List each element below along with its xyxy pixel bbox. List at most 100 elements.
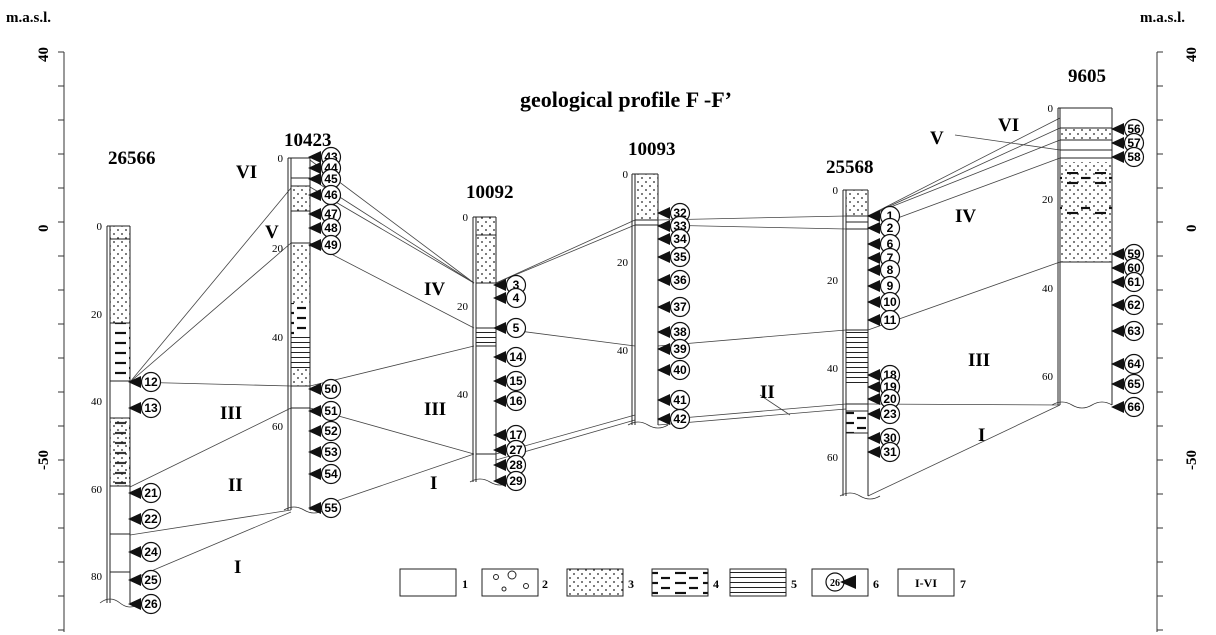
unit-label: I (978, 425, 985, 446)
sample-marker: 58 (1111, 148, 1144, 167)
depth-tick: 60 (272, 421, 284, 433)
sample-marker: 54 (308, 465, 341, 484)
sample-marker: 41 (657, 391, 690, 410)
legend-key: 4 (713, 577, 719, 591)
unit-label: V (930, 128, 944, 149)
unit-label: VI (998, 115, 1019, 136)
sample-marker: 29 (493, 472, 526, 491)
sample-number: 10 (883, 295, 897, 309)
right-tick-label-0: 0 (1184, 225, 1200, 233)
legend-key: 1 (462, 577, 468, 591)
sample-number: 37 (673, 300, 687, 314)
depth-tick: 40 (1042, 283, 1054, 295)
sample-marker: 5 (493, 319, 526, 338)
sample-number: 42 (673, 412, 687, 426)
depth-tick: 0 (833, 185, 839, 197)
sample-number: 15 (509, 374, 523, 388)
sample-marker: 42 (657, 410, 690, 429)
sample-number: 48 (324, 221, 338, 235)
sample-marker: 16 (493, 392, 526, 411)
sample-marker: 36 (657, 271, 690, 290)
sample-marker: 49 (308, 236, 341, 255)
depth-tick: 40 (272, 332, 284, 344)
sample-number: 63 (1127, 324, 1141, 338)
sample-marker: 34 (657, 230, 690, 249)
sample-marker: 14 (493, 348, 526, 367)
sample-marker: 31 (867, 443, 900, 462)
legend-key: 5 (791, 577, 797, 591)
depth-tick: 20 (457, 301, 469, 313)
depth-tick: 0 (623, 169, 629, 181)
right-tick-label-minus-50: -50 (1184, 450, 1200, 470)
sample-number: 21 (144, 486, 158, 500)
sample-marker: 2 (867, 219, 900, 238)
sample-number: 2 (887, 221, 894, 235)
sample-marker: 51 (308, 402, 341, 421)
sample-marker: 12 (128, 373, 161, 392)
legend-item-2: 2 (482, 569, 548, 596)
depth-tick: 20 (1042, 194, 1054, 206)
legend-item-3: 3 (567, 569, 634, 596)
sample-number: 36 (673, 273, 687, 287)
depth-tick: 40 (827, 363, 839, 375)
unit-label: IV (955, 206, 976, 227)
sample-marker: 38 (657, 323, 690, 342)
right-tick-label-40: 40 (1184, 47, 1200, 62)
unit-label: III (968, 350, 990, 371)
depth-tick: 60 (1042, 371, 1054, 383)
sample-number: 22 (144, 512, 158, 526)
left-axis-ticks (58, 52, 64, 630)
sample-marker: 52 (308, 422, 341, 441)
sample-marker: 22 (128, 510, 161, 529)
sample-marker: 61 (1111, 273, 1144, 292)
sample-number: 13 (144, 401, 158, 415)
legend-item-7: I-VI 7 (898, 569, 966, 596)
depth-tick: 40 (457, 389, 469, 401)
depth-tick: 40 (617, 345, 629, 357)
well-25568: 25568 0 20 40 60 (826, 157, 880, 499)
unit-label: II (228, 475, 243, 496)
well-label: 10092 (466, 182, 514, 203)
sample-number: 8 (887, 263, 894, 277)
sample-number: 14 (509, 350, 523, 364)
sample-marker: 15 (493, 372, 526, 391)
sample-marker: 28 (493, 456, 526, 475)
depth-tick: 0 (97, 221, 103, 233)
sample-number: 28 (509, 458, 523, 472)
sample-number: 40 (673, 363, 687, 377)
sample-marker: 10 (867, 293, 900, 312)
sample-marker: 24 (128, 543, 161, 562)
left-tick-label-0: 0 (36, 225, 52, 233)
sample-number: 23 (883, 407, 897, 421)
sample-marker: 50 (308, 380, 341, 399)
legend: 1 2 3 4 5 26 6 (400, 569, 966, 596)
sample-marker: 9 (867, 277, 900, 296)
sample-marker: 35 (657, 248, 690, 267)
legend-item-6: 26 6 (812, 569, 879, 596)
sample-marker: 40 (657, 361, 690, 380)
sample-number: 9 (887, 279, 894, 293)
sample-number: 39 (673, 342, 687, 356)
depth-tick: 20 (272, 243, 284, 255)
sample-number: 66 (1127, 400, 1141, 414)
depth-tick: 20 (617, 257, 629, 269)
unit-label: IV (424, 279, 445, 300)
sample-number: 25 (144, 573, 158, 587)
sample-marker: 66 (1111, 398, 1144, 417)
sample-marker: 53 (308, 443, 341, 462)
sample-marker: 23 (867, 405, 900, 424)
well-label: 10423 (284, 130, 332, 151)
well-9605: 9605 0 20 40 60 (1042, 66, 1112, 408)
depth-tick: 20 (91, 309, 103, 321)
sample-number: 58 (1127, 150, 1141, 164)
sample-number: 4 (513, 291, 520, 305)
sample-marker: 21 (128, 484, 161, 503)
right-axis-unit: m.a.s.l. (1140, 10, 1185, 26)
sample-marker: 37 (657, 298, 690, 317)
right-axis-ticks (1157, 52, 1163, 630)
correlation-lines (130, 118, 1060, 580)
sample-number: 12 (144, 375, 158, 389)
sample-number: 53 (324, 445, 338, 459)
sample-number: 65 (1127, 377, 1141, 391)
